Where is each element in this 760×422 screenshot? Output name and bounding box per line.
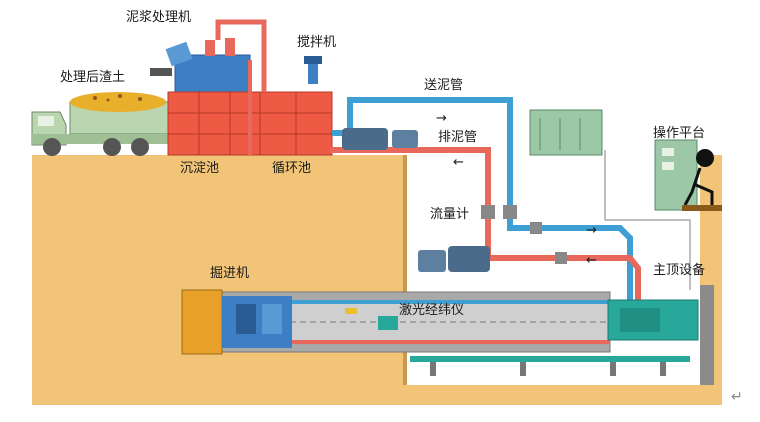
control-room xyxy=(529,109,603,156)
stirrer xyxy=(304,56,322,84)
label-discharge-pipe: 排泥管 xyxy=(438,130,478,145)
truck-wheel xyxy=(103,138,121,156)
main-jacking-equipment xyxy=(607,299,699,341)
label-stirrer: 搅拌机 xyxy=(297,35,337,50)
cable xyxy=(604,150,691,290)
truck-wheel xyxy=(131,138,149,156)
label-slurry-treatment: 泥浆处理机 xyxy=(126,10,192,25)
label-operation-platform: 操作平台 xyxy=(653,126,706,141)
pump-top xyxy=(342,128,418,150)
feed-pipe xyxy=(332,97,633,300)
flow-arrow-discharge-shaft: ← xyxy=(586,253,597,268)
flow-arrow-feed: → xyxy=(436,111,447,126)
settling-tanks xyxy=(167,91,261,156)
operation-console xyxy=(654,139,722,211)
label-main-jacking: 主顶设备 xyxy=(653,263,706,278)
slurry-treatment-machine xyxy=(150,38,251,94)
label-laser-theodolite: 激光经纬仪 xyxy=(399,303,465,318)
label-circulation-tank: 循环池 xyxy=(272,161,312,176)
discharge-pipe-top xyxy=(215,19,267,92)
ground-soil xyxy=(32,155,722,405)
shaft-wall-left xyxy=(403,155,407,385)
circulation-tank xyxy=(259,91,333,156)
jacking-rails xyxy=(410,356,690,376)
shaft-back-wall xyxy=(700,285,714,385)
flow-arrow-feed-shaft: → xyxy=(586,223,597,238)
pump-shaft xyxy=(418,246,490,272)
return-mark: ↵ xyxy=(731,389,743,405)
laser-theodolite xyxy=(345,308,398,330)
label-feed-pipe: 送泥管 xyxy=(424,78,464,93)
flow-meter xyxy=(481,205,567,264)
label-settling-tank: 沉淀池 xyxy=(180,161,220,176)
label-flow-meter: 流量计 xyxy=(430,207,470,222)
label-tunneling-machine: 掘进机 xyxy=(210,266,250,281)
label-treated-soil: 处理后渣土 xyxy=(60,70,126,85)
truck-wheel xyxy=(43,138,61,156)
flow-arrow-discharge: ← xyxy=(453,155,464,170)
tunneling-machine xyxy=(181,289,292,355)
dump-truck xyxy=(31,92,172,156)
